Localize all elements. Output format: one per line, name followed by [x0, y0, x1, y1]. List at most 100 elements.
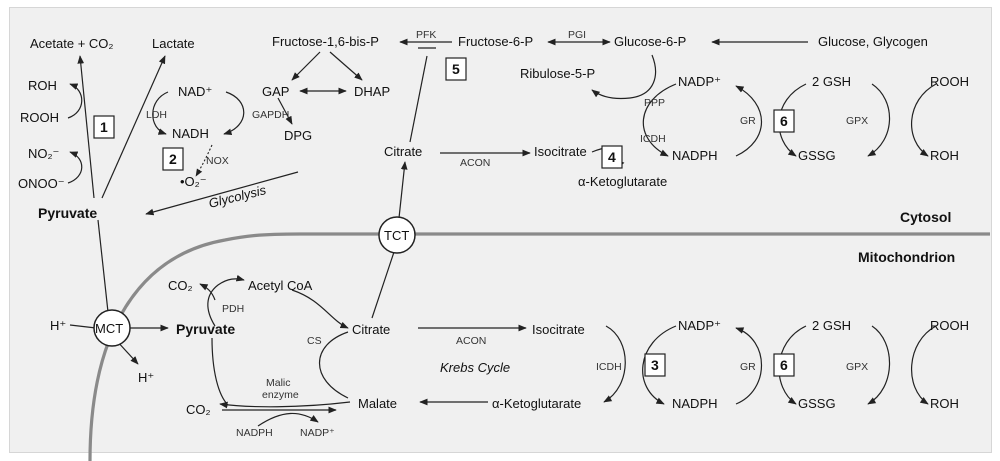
box-6-cyt [773, 109, 795, 133]
gpx-cytosol-label: GPX [846, 115, 868, 127]
arrow-tct-mito [371, 251, 395, 319]
lactate-label: Lactate [152, 36, 195, 51]
arc-gr-cyt-left [735, 85, 762, 157]
box-6-mito [773, 353, 795, 377]
arc-cs-malate [319, 331, 349, 399]
arrow-pyruvate-to-acetate [77, 55, 95, 199]
line-pyruvate-cyt-to-mct [97, 219, 109, 313]
h-plus-in-label: H⁺ [50, 318, 66, 333]
box-1-number: 1 [100, 119, 108, 135]
nad-plus-label: NAD⁺ [178, 84, 212, 99]
isocitrate-cytosol-label: Isocitrate [534, 144, 587, 159]
arrow-f16bp-to-dhap [329, 51, 363, 81]
ribulose5p-label: Ribulose-5-P [520, 66, 595, 81]
gapdh-label: GAPDH [252, 109, 289, 121]
arc-roh-rooh [67, 83, 83, 119]
arrow-ppp [591, 54, 657, 100]
box-2 [162, 147, 184, 171]
cytosol-label: Cytosol [900, 209, 951, 225]
mitochondrion-label: Mitochondrion [858, 249, 955, 265]
gr-mito-label: GR [740, 361, 756, 373]
arrow-pdh [207, 274, 245, 327]
box-4-number: 4 [608, 149, 616, 165]
box-6-mito-number: 6 [780, 357, 788, 373]
onoo-label: ONOO⁻ [18, 176, 65, 191]
gpx-mito-label: GPX [846, 361, 868, 373]
arrow-citrate-inhibits-pfk [409, 55, 428, 143]
gap-label: GAP [262, 84, 289, 99]
citrate-mito-label: Citrate [352, 322, 390, 337]
rooh-mito-label: ROOH [930, 318, 969, 333]
gsh-cytosol-label: 2 GSH [812, 74, 851, 89]
ldh-label: LDH [146, 109, 167, 121]
box-6-cyt-number: 6 [780, 113, 788, 129]
arrow-gap-to-dpg [277, 97, 293, 125]
fructose6p-label: Fructose-6-P [458, 34, 533, 49]
arc-gpx-cyt-left [867, 83, 891, 157]
arc-gpx-mito-right [910, 325, 937, 405]
mitochondrial-membrane [88, 232, 301, 461]
arc-icdh-mito-left [603, 325, 626, 403]
nadph-cytosol-label: NADPH [672, 148, 718, 163]
arrow-tct-to-citrate [398, 161, 408, 219]
isocitrate-mito-label: Isocitrate [532, 322, 585, 337]
pyruvate-cytosol-label: Pyruvate [38, 205, 97, 221]
gsh-mito-label: 2 GSH [812, 318, 851, 333]
nadp-cytosol-label: NADP⁺ [678, 74, 721, 89]
arrow-nox [195, 144, 213, 177]
nox-label: NOX [206, 155, 229, 167]
icdh-mito-label: ICDH [596, 361, 622, 373]
arc-gpx-mito-left [867, 325, 891, 405]
citrate-cytosol-label: Citrate [384, 144, 422, 159]
pfk-label: PFK [416, 29, 436, 41]
fructose16bp-label: Fructose-1,6-bis-P [272, 34, 379, 49]
acon-cytosol-label: ACON [460, 157, 490, 169]
nadph-mito-label: NADPH [672, 396, 718, 411]
pdh-label: PDH [222, 303, 244, 315]
akg-cytosol-label: α-Ketoglutarate [578, 174, 667, 189]
nadp-small-label: NADP⁺ [300, 427, 335, 439]
gssg-cytosol-label: GSSG [798, 148, 836, 163]
krebs-cycle-label: Krebs Cycle [440, 360, 510, 375]
icdh-cytosol-label: ICDH [640, 133, 666, 145]
superoxide-label: •O₂⁻ [180, 174, 207, 189]
gssg-mito-label: GSSG [798, 396, 836, 411]
co2-top-label: CO₂ [168, 278, 193, 293]
box-2-number: 2 [169, 151, 177, 167]
malic-enzyme-line2: enzyme [262, 389, 299, 401]
mct-transporter [93, 309, 131, 347]
arc-gpx-cyt-right [910, 83, 937, 157]
co2-bottom-label: CO₂ [186, 402, 211, 417]
box-3 [644, 353, 666, 377]
roh-cytosol-label: ROH [930, 148, 959, 163]
box-3-number: 3 [651, 357, 659, 373]
gr-cytosol-label: GR [740, 115, 756, 127]
acon-mito-label: ACON [456, 335, 486, 347]
tct-label: TCT [384, 228, 409, 243]
glucose-glycogen-label: Glucose, Glycogen [818, 34, 928, 49]
akg-mito-label: α-Ketoglutarate [492, 396, 581, 411]
malate-label: Malate [358, 396, 397, 411]
ppp-label: PPP [644, 97, 665, 109]
arrow-cs [291, 289, 349, 329]
arrow-pdh-co2 [199, 283, 216, 301]
arc-ldh-left [152, 91, 169, 135]
malic-enzyme-line1: Malic [266, 377, 291, 389]
arc-gapdh-right [223, 91, 245, 135]
arrow-malic-enzyme [219, 401, 351, 409]
roh-left-label: ROH [28, 78, 57, 93]
h-plus-out-label: H⁺ [138, 370, 154, 385]
no2-label: NO₂⁻ [28, 146, 59, 161]
dpg-label: DPG [284, 128, 312, 143]
arc-nadp-nadph-cyt [642, 83, 677, 157]
arrow-pyruvate-to-lactate [101, 55, 166, 199]
box-5-number: 5 [452, 61, 460, 77]
arrow-glycolysis [145, 171, 299, 216]
box-5 [445, 57, 467, 81]
arrow-h-in [69, 324, 97, 329]
acetate-co2-label: Acetate + CO₂ [30, 36, 113, 51]
arc-nadph-nadp-small [257, 412, 319, 427]
box-1 [93, 115, 115, 139]
